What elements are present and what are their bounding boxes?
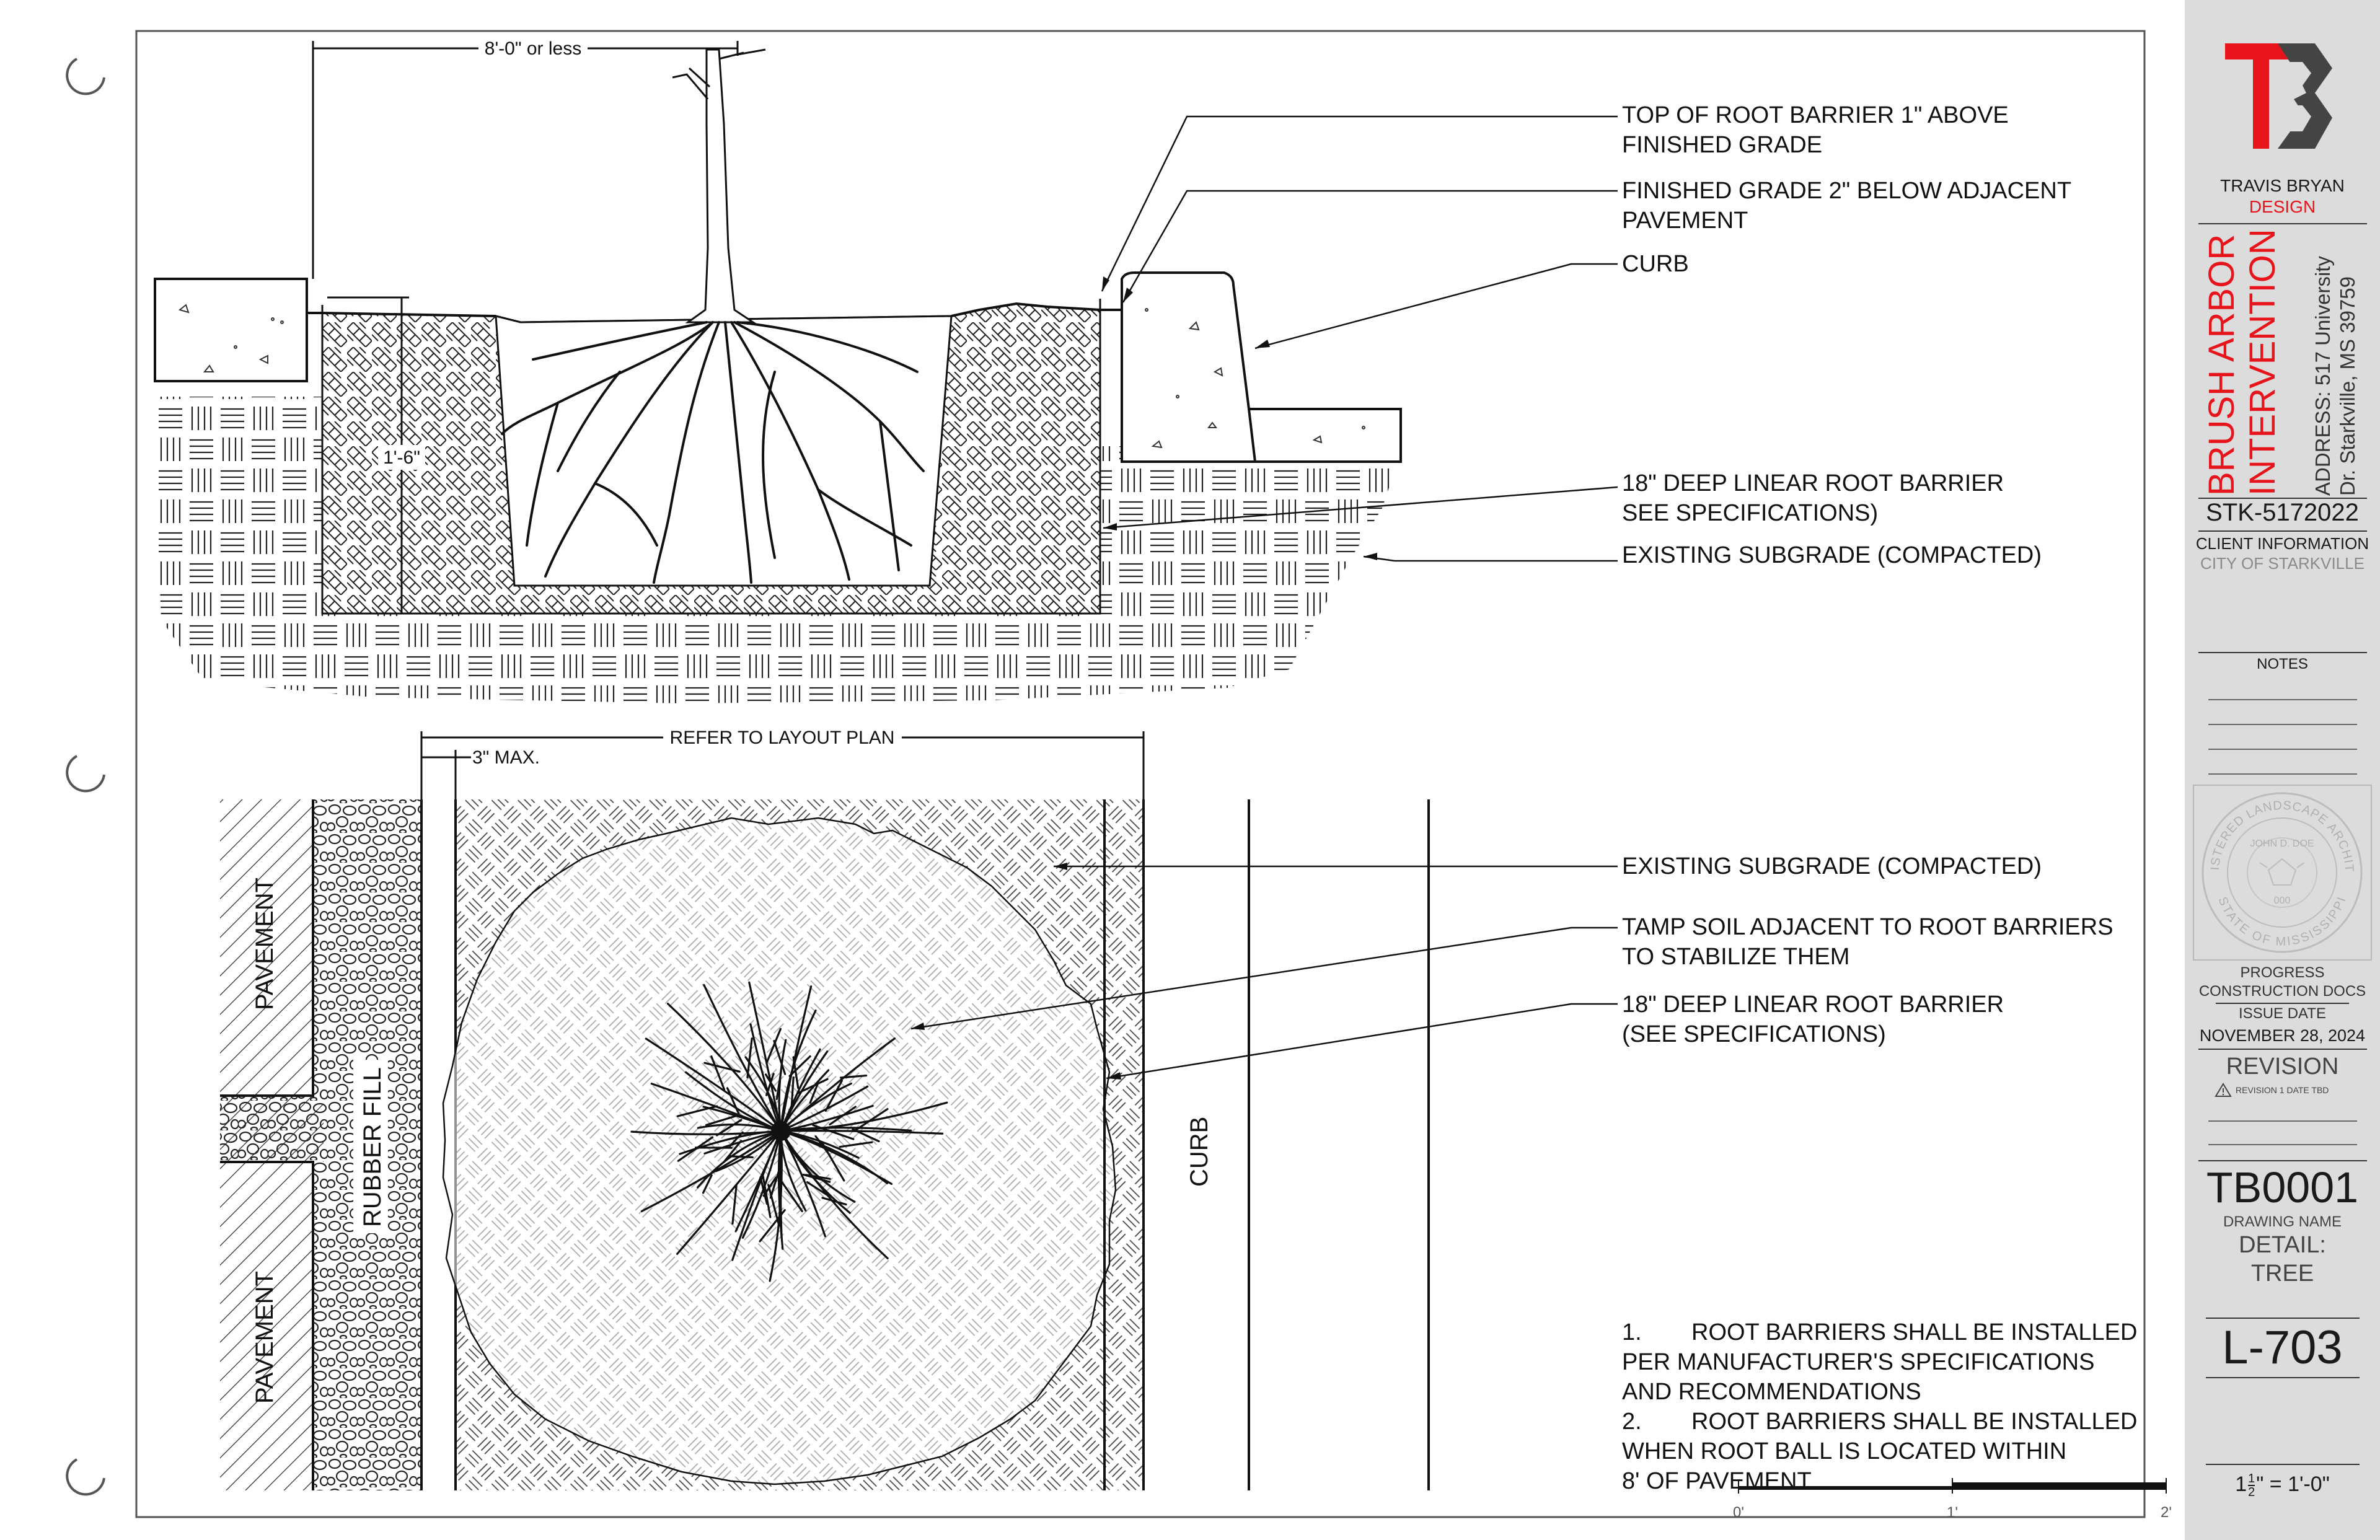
rubber-fill-plan	[220, 799, 421, 1490]
leader-arrows	[911, 276, 1377, 1080]
callout-tamp-soil: TAMP SOIL ADJACENT TO ROOT BARRIERS TO S…	[1622, 914, 2113, 970]
revision-entry: REVISION 1 DATE TBD	[2215, 1082, 2357, 1098]
svg-text:000: 000	[2274, 895, 2291, 906]
client-name: CITY OF STARKVILLE	[2200, 554, 2365, 573]
drawing-name-line-2: TREE	[2250, 1261, 2314, 1287]
status-line-2: CONSTRUCTION DOCS	[2198, 983, 2366, 1000]
leader-lines	[910, 115, 1618, 1080]
tree-trunk-section	[685, 48, 756, 323]
firm-logo-icon	[2225, 43, 2332, 149]
curb-section	[1121, 271, 1402, 463]
label-pavement-top: PAVEMENT	[251, 878, 278, 1010]
dimension-max-gap: 3" MAX.	[472, 747, 540, 768]
pavement-slab-section	[154, 278, 308, 382]
callout-linear-root-barrier-plan: 18" DEEP LINEAR ROOT BARRIER (SEE SPECIF…	[1622, 992, 2004, 1047]
label-pavement-bottom: PAVEMENT	[251, 1271, 278, 1404]
firm-subtitle: DESIGN	[2249, 197, 2316, 216]
professional-seal: REGISTERED LANDSCAPE ARCHITECT STATE OF …	[2189, 775, 2372, 961]
callout-curb: CURB	[1622, 251, 1689, 277]
general-note-2: 2.ROOT BARRIERS SHALL BE INSTALLED WHEN …	[1622, 1409, 2138, 1494]
callout-linear-root-barrier: 18" DEEP LINEAR ROOT BARRIER SEE SPECIFI…	[1622, 470, 2004, 526]
sheet-border	[135, 30, 2146, 1518]
project-address: ADDRESS: 517 University Dr. Starkville, …	[2311, 256, 2359, 496]
project-number: STK-5172022	[2206, 499, 2359, 526]
dimension-section-width: 8'-0" or less	[485, 38, 581, 59]
sheet-code: TB0001	[2206, 1163, 2359, 1212]
general-note-1: 1.ROOT BARRIERS SHALL BE INSTALLED PER M…	[1622, 1319, 2138, 1405]
dimension-layout-ref: REFER TO LAYOUT PLAN	[670, 728, 895, 748]
scale-tick-0: 0'	[1733, 1504, 1744, 1521]
revision-label: REVISION	[2226, 1054, 2339, 1080]
existing-subgrade-section	[155, 397, 1395, 703]
finished-grade-line	[307, 302, 1122, 317]
dimension-barrier-depth: 1'-6"	[383, 447, 420, 468]
issue-date: NOVEMBER 28, 2024	[2199, 1026, 2366, 1045]
scale-tick-1: 1'	[1947, 1504, 1958, 1521]
scale-tick-2: 2'	[2161, 1504, 2172, 1521]
svg-text:REGISTERED LANDSCAPE ARCHITECT: REGISTERED LANDSCAPE ARCHITECT	[2194, 786, 2356, 873]
callout-existing-subgrade-section: EXISTING SUBGRADE (COMPACTED)	[1622, 542, 2042, 568]
callout-top-root-barrier: TOP OF ROOT BARRIER 1" ABOVE FINISHED GR…	[1622, 102, 2009, 158]
issue-date-label: ISSUE DATE	[2239, 1005, 2326, 1022]
drawing-name-line-1: DETAIL:	[2239, 1232, 2326, 1258]
graphic-scale-bar: 0' 1' 2'	[1733, 1478, 2172, 1521]
svg-text:JOHN D. DOE: JOHN D. DOE	[2250, 838, 2314, 849]
callout-finished-grade: FINISHED GRADE 2" BELOW ADJACENT PAVEMEN…	[1622, 178, 2072, 234]
callout-existing-subgrade-plan: EXISTING SUBGRADE (COMPACTED)	[1622, 853, 2042, 879]
title-block: TRAVIS BRYAN DESIGN BRUSH ARBOR INTERVEN…	[2185, 0, 2380, 1540]
sheet-number: L-703	[2222, 1321, 2343, 1374]
firm-name: TRAVIS BRYAN	[2220, 176, 2345, 195]
plan-view: REFER TO LAYOUT PLAN 3" MAX. PAVEMENT PA…	[220, 725, 1430, 1490]
tree-roots-plan	[630, 981, 948, 1282]
seal-icon: REGISTERED LANDSCAPE ARCHITECT STATE OF …	[2189, 775, 2363, 953]
client-label: CLIENT INFORMATION	[2195, 534, 2369, 553]
label-rubber-fill: RUBBER FILL	[359, 1067, 386, 1227]
project-name: BRUSH ARBOR INTERVENTION	[2202, 229, 2283, 496]
binder-ring-marks	[66, 58, 105, 1496]
warning-triangle-icon	[2215, 1083, 2232, 1097]
notes-label: NOTES	[2257, 656, 2308, 672]
drawing-name-label: DRAWING NAME	[2223, 1213, 2342, 1230]
label-curb-plan: CURB	[1186, 1117, 1213, 1187]
roots-section	[501, 321, 925, 584]
section-view: 8'-0" or less 1'-6"	[154, 36, 1402, 703]
status-line-1: PROGRESS	[2240, 964, 2325, 981]
